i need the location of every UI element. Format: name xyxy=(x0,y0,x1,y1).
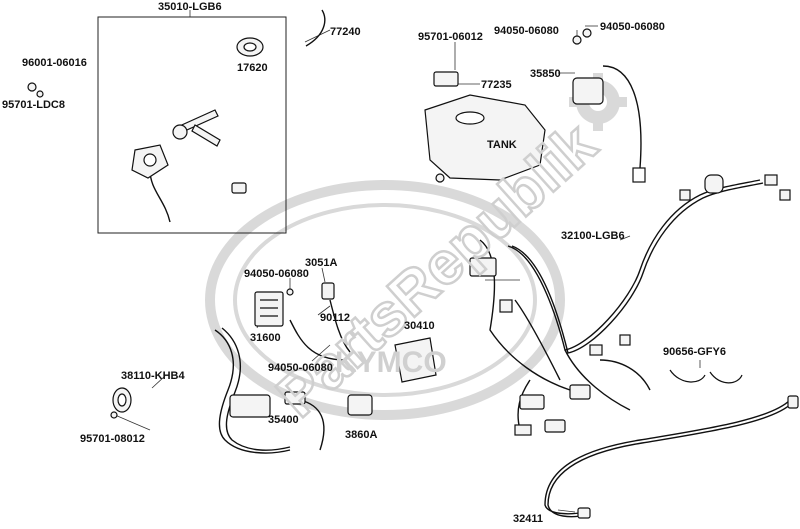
label-90656-gfy6: 90656-GFY6 xyxy=(663,346,726,358)
label-95701-08012: 95701-08012 xyxy=(80,433,145,445)
clip-96001 xyxy=(27,82,37,92)
part-77235 xyxy=(433,71,459,87)
part-35850 xyxy=(572,77,604,105)
label-95701-06012: 95701-06012 xyxy=(418,31,483,43)
label-95701-ldc8: 95701-LDC8 xyxy=(2,99,65,111)
label-94050-06080-c: 94050-06080 xyxy=(244,268,309,280)
part-30410 xyxy=(394,337,437,383)
lock-cylinder xyxy=(231,182,247,194)
label-3051a: 3051A xyxy=(305,257,338,269)
label-tank: TANK xyxy=(487,139,517,151)
label-35010-lgb6: 35010-LGB6 xyxy=(158,1,222,13)
label-3860a: 3860A xyxy=(345,429,378,441)
label-30410: 30410 xyxy=(404,320,435,332)
part-3051a xyxy=(321,282,335,300)
watermark-brand-text: KYMCO xyxy=(335,346,447,379)
label-90112: 90112 xyxy=(320,312,350,324)
label-94050-06080-b: 94050-06080 xyxy=(600,21,665,33)
fuel-tank xyxy=(424,94,546,181)
label-31600: 31600 xyxy=(250,332,281,344)
label-94050-06080-d: 94050-06080 xyxy=(268,362,333,374)
clamp-2 xyxy=(709,371,743,384)
label-94050-06080-a: 94050-06080 xyxy=(494,25,559,37)
label-17620: 17620 xyxy=(237,62,268,74)
clamp-1 xyxy=(669,369,706,383)
part-3860a xyxy=(347,394,373,416)
components xyxy=(27,28,799,519)
part-35400 xyxy=(284,391,306,405)
label-77240: 77240 xyxy=(330,26,361,38)
screw-95701-ldc8 xyxy=(36,90,44,98)
label-38110-khb4: 38110-KHB4 xyxy=(121,370,185,382)
label-35850: 35850 xyxy=(530,68,561,80)
label-35400: 35400 xyxy=(268,414,299,426)
label-77235: 77235 xyxy=(481,79,512,91)
part-31600 xyxy=(254,291,284,327)
label-32411: 32411 xyxy=(513,513,543,525)
ignition-set-box xyxy=(97,16,287,234)
watermark-logo xyxy=(205,180,565,420)
label-96001-06016: 96001-06016 xyxy=(22,57,87,69)
label-32100-lgb6: 32100-LGB6 xyxy=(561,230,625,242)
key-2 xyxy=(191,124,221,147)
